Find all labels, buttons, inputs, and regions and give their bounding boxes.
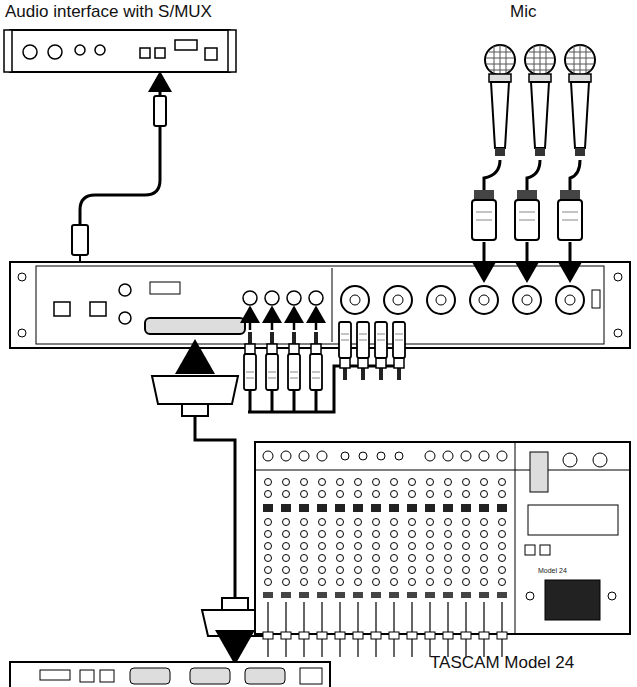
mixer-node: TASCAM Model 24	[255, 425, 630, 685]
microphone-node: Mic	[465, 2, 615, 247]
lower-device	[10, 662, 330, 687]
device-heading: TASCAM Model 24	[430, 653, 574, 673]
mixer-device	[255, 442, 630, 657]
line-cables	[244, 308, 405, 412]
audio-interface-device	[4, 30, 236, 72]
microphone-group	[472, 45, 595, 280]
interface-node: Audio interface with S/MUX	[5, 2, 250, 74]
device-heading: Mic	[510, 2, 536, 22]
device-heading: Audio interface with S/MUX	[5, 2, 212, 22]
main-rack-unit	[10, 262, 630, 348]
model-badge: Model 24	[538, 567, 567, 574]
